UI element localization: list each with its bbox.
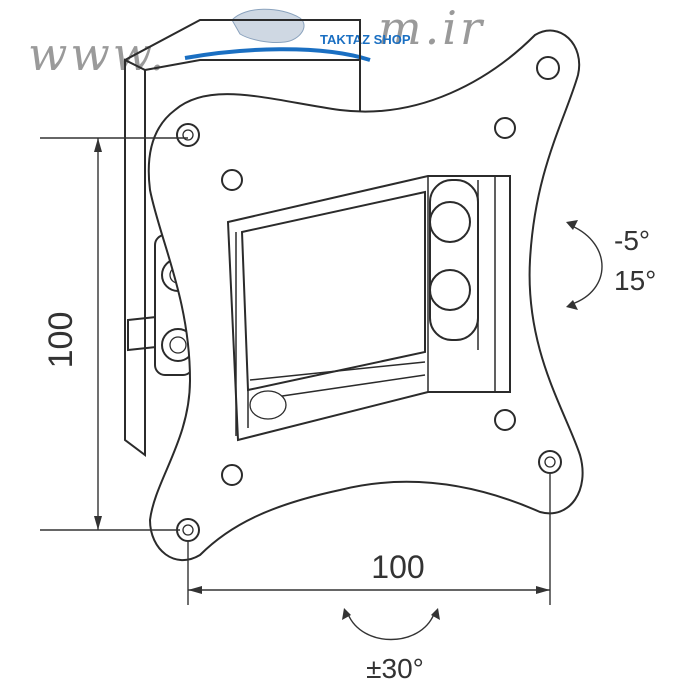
tilt-down-arrow-icon — [566, 300, 578, 310]
vesa-plate — [147, 29, 584, 561]
hole-top-right — [536, 56, 560, 80]
mounting-holes — [176, 56, 562, 542]
tilt-up-arrow-icon — [566, 220, 578, 230]
tilt-down-label: 15° — [614, 265, 656, 296]
hole-inner-bottom-left — [221, 464, 243, 486]
horizontal-dimension: 100 — [187, 472, 551, 605]
swivel-knob-upper — [429, 201, 471, 243]
tilt-indicator: -5° 15° — [566, 220, 656, 310]
hole-inner-top-left — [221, 169, 243, 191]
tilt-up-label: -5° — [614, 225, 650, 256]
watermark: www. m.ir TAKTAZ SHOP — [28, 1, 485, 81]
back-hinge-knob — [249, 390, 287, 420]
watermark-url-right: m.ir — [378, 1, 485, 55]
center-frame — [226, 175, 511, 442]
horizontal-dimension-label: 100 — [371, 549, 424, 585]
hole-inner-bottom-right — [494, 409, 516, 431]
swivel-label: ±30° — [366, 653, 424, 684]
vertical-dimension-label: 100 — [42, 312, 80, 369]
watermark-swoosh — [184, 47, 371, 62]
watermark-badge: TAKTAZ SHOP — [320, 32, 411, 47]
watermark-url-left: www. — [28, 27, 167, 81]
vertical-dimension: 100 — [40, 137, 188, 531]
swivel-indicator: ±30° — [342, 608, 440, 684]
swivel-knob-lower — [429, 269, 471, 311]
swivel-left-arrow-icon — [342, 608, 351, 620]
hole-inner-top-right — [494, 117, 516, 139]
swivel-right-arrow-icon — [431, 608, 440, 620]
watermark-fish-logo — [231, 8, 305, 43]
